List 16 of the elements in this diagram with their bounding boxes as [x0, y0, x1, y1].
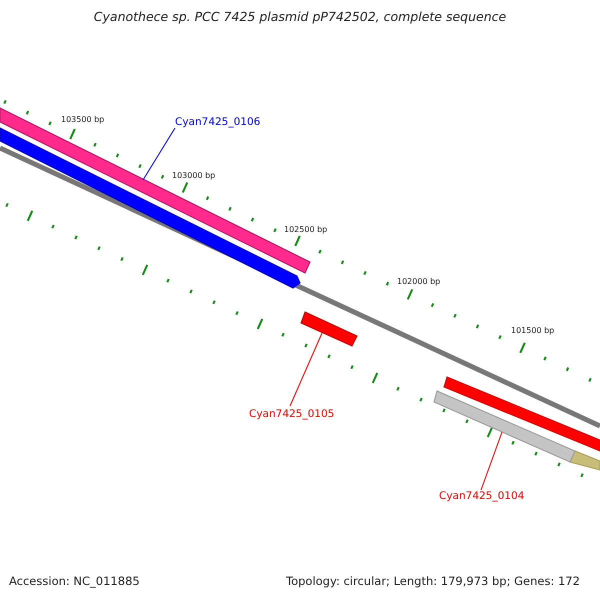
gene-label: Cyan7425_0105 — [249, 409, 334, 420]
scale-label: 102500 bp — [284, 226, 328, 234]
diagram-title: Cyanothece sp. PCC 7425 plasmid pP742502, complete sequence — [92, 11, 508, 24]
leader-line — [142, 128, 176, 180]
gene-bar — [300, 311, 358, 347]
gene-label: Cyan7425_0104 — [439, 491, 524, 502]
leader-line — [480, 432, 502, 490]
gene-bar — [433, 390, 576, 463]
scale-label: 102000 bp — [397, 278, 440, 286]
scale-label: 103000 bp — [172, 172, 216, 180]
leader-line — [290, 332, 322, 406]
scale-label: 103500 bp — [61, 116, 104, 124]
gene-label: Cyan7425_0106 — [175, 117, 260, 128]
footer-note: Topology: circular; Length: 179,973 bp; Genes: 172 — [286, 576, 580, 588]
scale-label: 101500 bp — [511, 327, 554, 335]
footer-note: Accession: NC_011885 — [9, 576, 140, 588]
